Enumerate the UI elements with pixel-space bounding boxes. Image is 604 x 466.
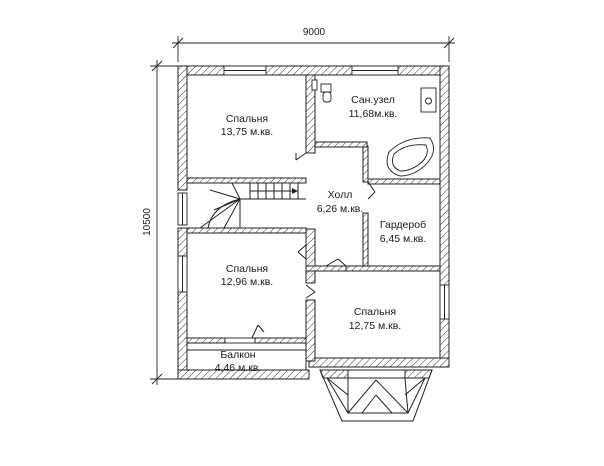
dimension-height-label: 10500 bbox=[142, 208, 153, 236]
room-wardrobe: Гардероб 6,45 м.кв. bbox=[380, 219, 427, 245]
room-hall: Холл 6,26 м.кв. bbox=[317, 189, 364, 215]
room-area: 12,75 м.кв. bbox=[349, 320, 401, 332]
staircase bbox=[187, 182, 306, 229]
room-name: Спальня bbox=[226, 113, 268, 125]
interior-walls bbox=[186, 74, 441, 362]
balcony-outline bbox=[186, 343, 307, 370]
room-name: Холл bbox=[328, 189, 353, 201]
bathroom-fixtures bbox=[311, 79, 437, 177]
room-bedroom-2: Спальня 12,96 м.кв. bbox=[221, 263, 273, 288]
room-name: Сан.узел bbox=[351, 94, 395, 106]
room-area: 11,68м.кв. bbox=[349, 108, 398, 120]
room-area: 6,45 м.кв. bbox=[380, 233, 427, 245]
room-area: 4,46 м.кв. bbox=[215, 362, 262, 374]
doors bbox=[251, 152, 376, 339]
room-name: Балкон bbox=[220, 349, 255, 361]
exterior-walls bbox=[177, 65, 450, 380]
dimension-height: 10500 bbox=[142, 60, 180, 385]
room-area: 12,96 м.кв. bbox=[221, 276, 273, 288]
room-bathroom: Сан.узел 11,68м.кв. bbox=[349, 94, 398, 120]
room-name: Гардероб bbox=[380, 219, 426, 231]
bay-window bbox=[319, 369, 433, 422]
room-area: 6,26 м.кв. bbox=[317, 203, 364, 215]
dimension-width-label: 9000 bbox=[303, 27, 326, 38]
dimension-width: 9000 bbox=[172, 27, 455, 62]
room-balcony: Балкон 4,46 м.кв. bbox=[215, 349, 262, 374]
room-name: Спальня bbox=[226, 263, 268, 275]
room-bedroom-3: Спальня 12,75 м.кв. bbox=[349, 306, 401, 332]
room-bedroom-1: Спальня 13,75 м.кв. bbox=[221, 113, 273, 138]
windows bbox=[177, 65, 450, 344]
room-name: Спальня bbox=[354, 306, 396, 318]
room-area: 13,75 м.кв. bbox=[221, 126, 273, 138]
